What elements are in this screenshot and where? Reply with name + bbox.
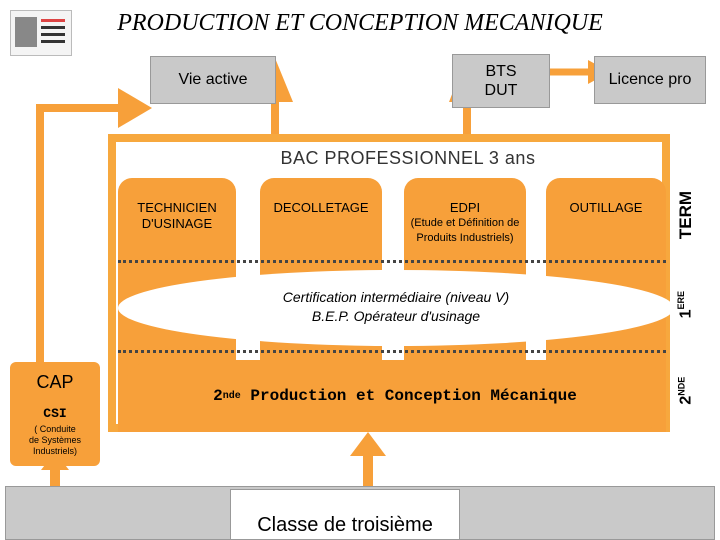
cap-box <box>10 362 100 466</box>
licence-pro-box: Licence pro <box>594 56 706 104</box>
first-year-sup: ERE <box>676 291 687 310</box>
bac-pro-title: BAC PROFESSIONNEL 3 ans <box>280 148 536 168</box>
arrow-cap-to-vie-active <box>36 104 120 362</box>
dut-label: DUT <box>484 82 518 99</box>
bts-dut-box: BTS DUT <box>452 54 550 108</box>
first-year-label-wrap: 1ERE <box>668 272 704 338</box>
arrow-troisieme-to-cap <box>50 466 60 488</box>
csi-sub-line2: de Systèmes <box>28 435 82 445</box>
csi-subtitle: ( Conduite de Systèmes Industriels) <box>10 424 100 457</box>
first-year-label: 1ERE <box>676 291 695 318</box>
term-label: TERM <box>676 190 696 240</box>
second-year-num: 2 <box>677 396 695 405</box>
decolletage-label: DECOLLETAGE <box>273 200 369 215</box>
first-year-num: 1 <box>677 309 695 319</box>
page-title: PRODUCTION ET CONCEPTION MECANIQUE <box>117 10 603 36</box>
csi-label: CSI <box>43 406 67 421</box>
certification-line2: B.E.P. Opérateur d'usinage <box>311 308 481 324</box>
edpi-sub-line2: Produits Industriels) <box>416 232 514 244</box>
certification-text: Certification intermédiaire (niveau V) B… <box>118 288 674 326</box>
technicien-usinage-label: TECHNICIEN D'USINAGE <box>118 200 236 232</box>
csi-sub-line1: ( Conduite <box>34 424 76 434</box>
seconde-prefix: 2 <box>213 387 223 405</box>
arrow-head-vie-active <box>118 88 152 128</box>
csi-sub-line3: Industriels) <box>32 446 77 456</box>
seconde-sup: nde <box>222 390 241 402</box>
logo-thumbnail <box>10 10 72 56</box>
arrow-head-seconde <box>350 432 386 456</box>
vie-active-label: Vie active <box>178 71 248 88</box>
classe-troisieme-label: Classe de troisième <box>230 489 460 540</box>
thumbnail-graphic <box>15 17 65 47</box>
certification-ellipse <box>118 270 674 346</box>
vie-active-box: Vie active <box>150 56 276 104</box>
term-label-wrap: TERM <box>668 170 704 260</box>
second-year-label-wrap: 2NDE <box>668 358 704 424</box>
arrow-troisieme-to-seconde <box>363 450 373 486</box>
second-year-label: 2NDE <box>676 377 695 405</box>
arrow-bac-to-vie-active <box>271 100 279 136</box>
cap-label: CAP <box>36 372 74 392</box>
technicien-line1: TECHNICIEN <box>137 200 217 215</box>
edpi-sub-line1: (Etude et Définition de <box>410 217 520 229</box>
divider-term-first <box>118 260 666 263</box>
seconde-text: Production et Conception Mécanique <box>240 387 577 405</box>
arrow-bac-to-bts <box>463 100 471 136</box>
edpi-subtitle: (Etude et Définition de Produits Industr… <box>398 216 532 246</box>
edpi-label: EDPI <box>449 200 481 215</box>
outillage-label: OUTILLAGE <box>569 200 643 215</box>
bts-label: BTS <box>485 63 517 80</box>
divider-first-second <box>118 350 666 353</box>
second-year-sup: NDE <box>676 377 687 397</box>
licence-pro-label: Licence pro <box>608 71 692 88</box>
certification-line1: Certification intermédiaire (niveau V) <box>282 289 510 305</box>
technicien-line2: D'USINAGE <box>141 216 213 231</box>
